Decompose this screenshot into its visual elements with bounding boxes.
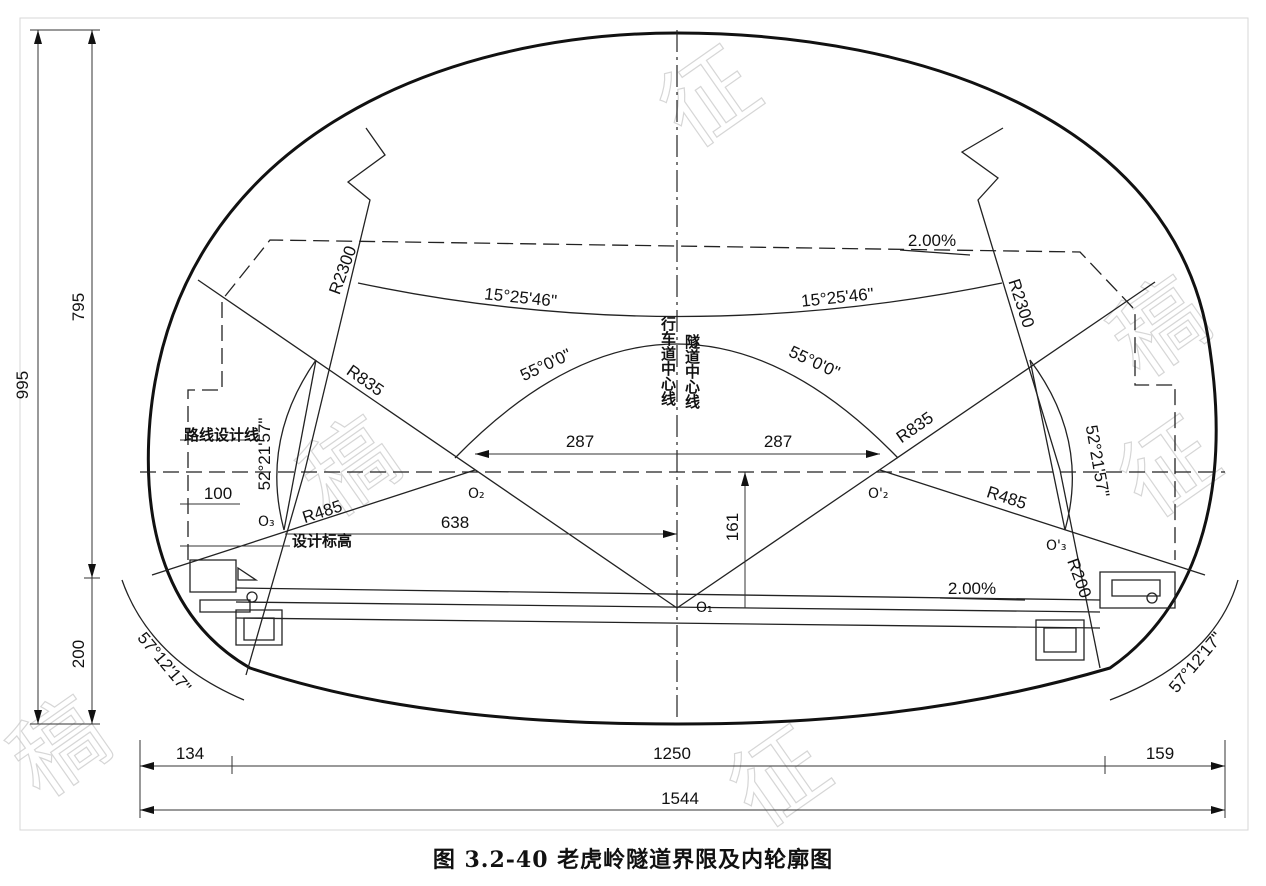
label-design-elevation: 设计标高 (292, 532, 352, 550)
slope-top-arrow (899, 249, 971, 256)
dim-right-offset: 159 (1146, 744, 1174, 763)
dimension-interior (180, 439, 880, 608)
point-o3-left: O₃ (258, 514, 275, 530)
radial-o1-right (676, 281, 1156, 609)
slope-bottom-arrow (939, 597, 1026, 601)
slope-bottom: 2.00% (948, 579, 996, 598)
pavement-layer-2 (235, 617, 1101, 629)
dim-total-height: 995 (13, 371, 32, 399)
label-tunnel-centerline: 隧道中心线 (683, 333, 701, 410)
dim-offset-100: 100 (204, 484, 232, 503)
slope-top: 2.00% (908, 231, 956, 250)
dimension-left (30, 29, 100, 725)
radial-o1-left (197, 279, 678, 609)
watermark-glyph: 征 (711, 708, 848, 848)
dim-middle-width: 1250 (653, 744, 691, 763)
arc-52deg-right (1029, 359, 1073, 531)
outer-lining-contour (146, 31, 1218, 726)
label-r835-right: R835 (893, 408, 937, 447)
label-r2300-left: R2300 (325, 243, 360, 297)
dim-height-161: 161 (723, 513, 742, 541)
radial-o2-left (151, 469, 476, 576)
watermark-glyph: 征 (641, 28, 778, 168)
angle-bottom-left: 57°12'17" (134, 628, 195, 696)
dim-half-span-left: 287 (566, 432, 594, 451)
dim-offset-638: 638 (441, 513, 469, 532)
dim-lower-height: 200 (69, 640, 88, 668)
angle-mid-left: 55°0'0" (517, 345, 574, 385)
angle-bottom-right: 57°12'17" (1165, 628, 1226, 696)
point-o2-right: O'₂ (868, 486, 888, 502)
point-o3-right: O'₃ (1046, 538, 1066, 554)
arc-55deg (454, 343, 899, 459)
label-r485-right: R485 (984, 482, 1029, 513)
radial-o3-right (1029, 359, 1066, 531)
angle-top-right: 15°25'46" (800, 284, 874, 311)
label-road-centerline: 路线设计线 (184, 426, 259, 444)
dim-total-width: 1544 (661, 789, 699, 808)
watermark-glyph: 稿 (0, 678, 128, 818)
angle-side-left: 52°21'57" (255, 418, 274, 491)
label-r200: R200 (1063, 556, 1095, 601)
radial-o3-left (283, 359, 317, 531)
inner-boundary-left (245, 127, 386, 676)
point-o1: O₁ (696, 600, 713, 616)
arc-r2300 (357, 282, 1003, 318)
arc-bottom-right (1109, 579, 1239, 701)
angle-top-left: 15°25'46" (483, 284, 557, 311)
dim-upper-height: 795 (69, 293, 88, 321)
label-lane-centerline: 行车道中心线 (659, 315, 677, 407)
drawing-frame (19, 17, 1249, 831)
arc-bottom-left (121, 579, 245, 701)
inner-boundary-right (960, 127, 1101, 669)
right-drainage-structure (1035, 571, 1176, 661)
arc-52deg-left (276, 359, 317, 531)
dimension-bottom (139, 740, 1226, 818)
pavement-layer-1 (235, 601, 1101, 613)
figure-caption: 图 3.2-40 老虎岭隧道界限及内轮廓图 (432, 847, 834, 873)
left-drainage-structure (189, 559, 283, 646)
point-o2-left: O₂ (468, 486, 485, 502)
dim-half-span-right: 287 (764, 432, 792, 451)
radial-o2-right (879, 469, 1206, 576)
clearance-outline (187, 239, 1176, 560)
dim-left-offset: 134 (176, 744, 204, 763)
